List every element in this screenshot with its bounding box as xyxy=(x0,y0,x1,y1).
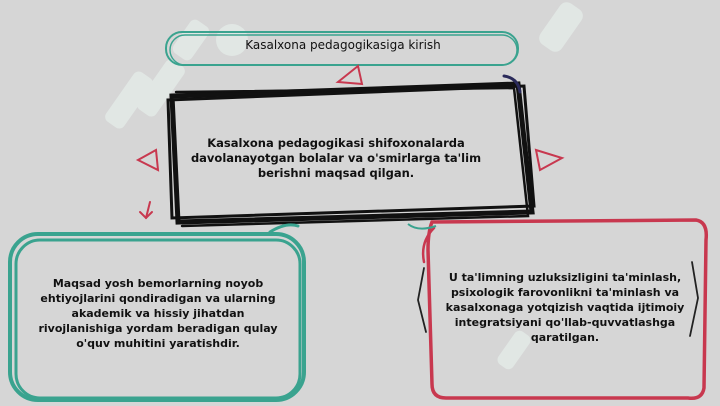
triangle-decoration xyxy=(534,148,565,172)
title-box xyxy=(165,31,519,66)
connector-center-right xyxy=(407,223,437,230)
triangle-decoration xyxy=(335,64,364,86)
left-box xyxy=(8,223,306,402)
left-label: Maqsad yosh bemorlarning noyob ehtiyojla… xyxy=(38,277,278,350)
watermark-shape xyxy=(105,71,153,129)
watermark-shape xyxy=(539,2,583,52)
right-label: U ta'limning uzluksizligini ta'minlash, … xyxy=(445,271,685,344)
center-label: Kasalxona pedagogikasi shifoxonalarda da… xyxy=(190,136,482,180)
center-box xyxy=(166,74,536,228)
watermark-shape xyxy=(172,19,210,61)
title-label: Kasalxona pedagogikasiga kirish xyxy=(245,38,441,52)
arrow-center-left xyxy=(139,201,153,220)
right-box xyxy=(417,218,709,401)
watermark-shape xyxy=(497,330,531,370)
triangle-decoration xyxy=(135,148,160,172)
watermark-shape xyxy=(137,59,185,117)
